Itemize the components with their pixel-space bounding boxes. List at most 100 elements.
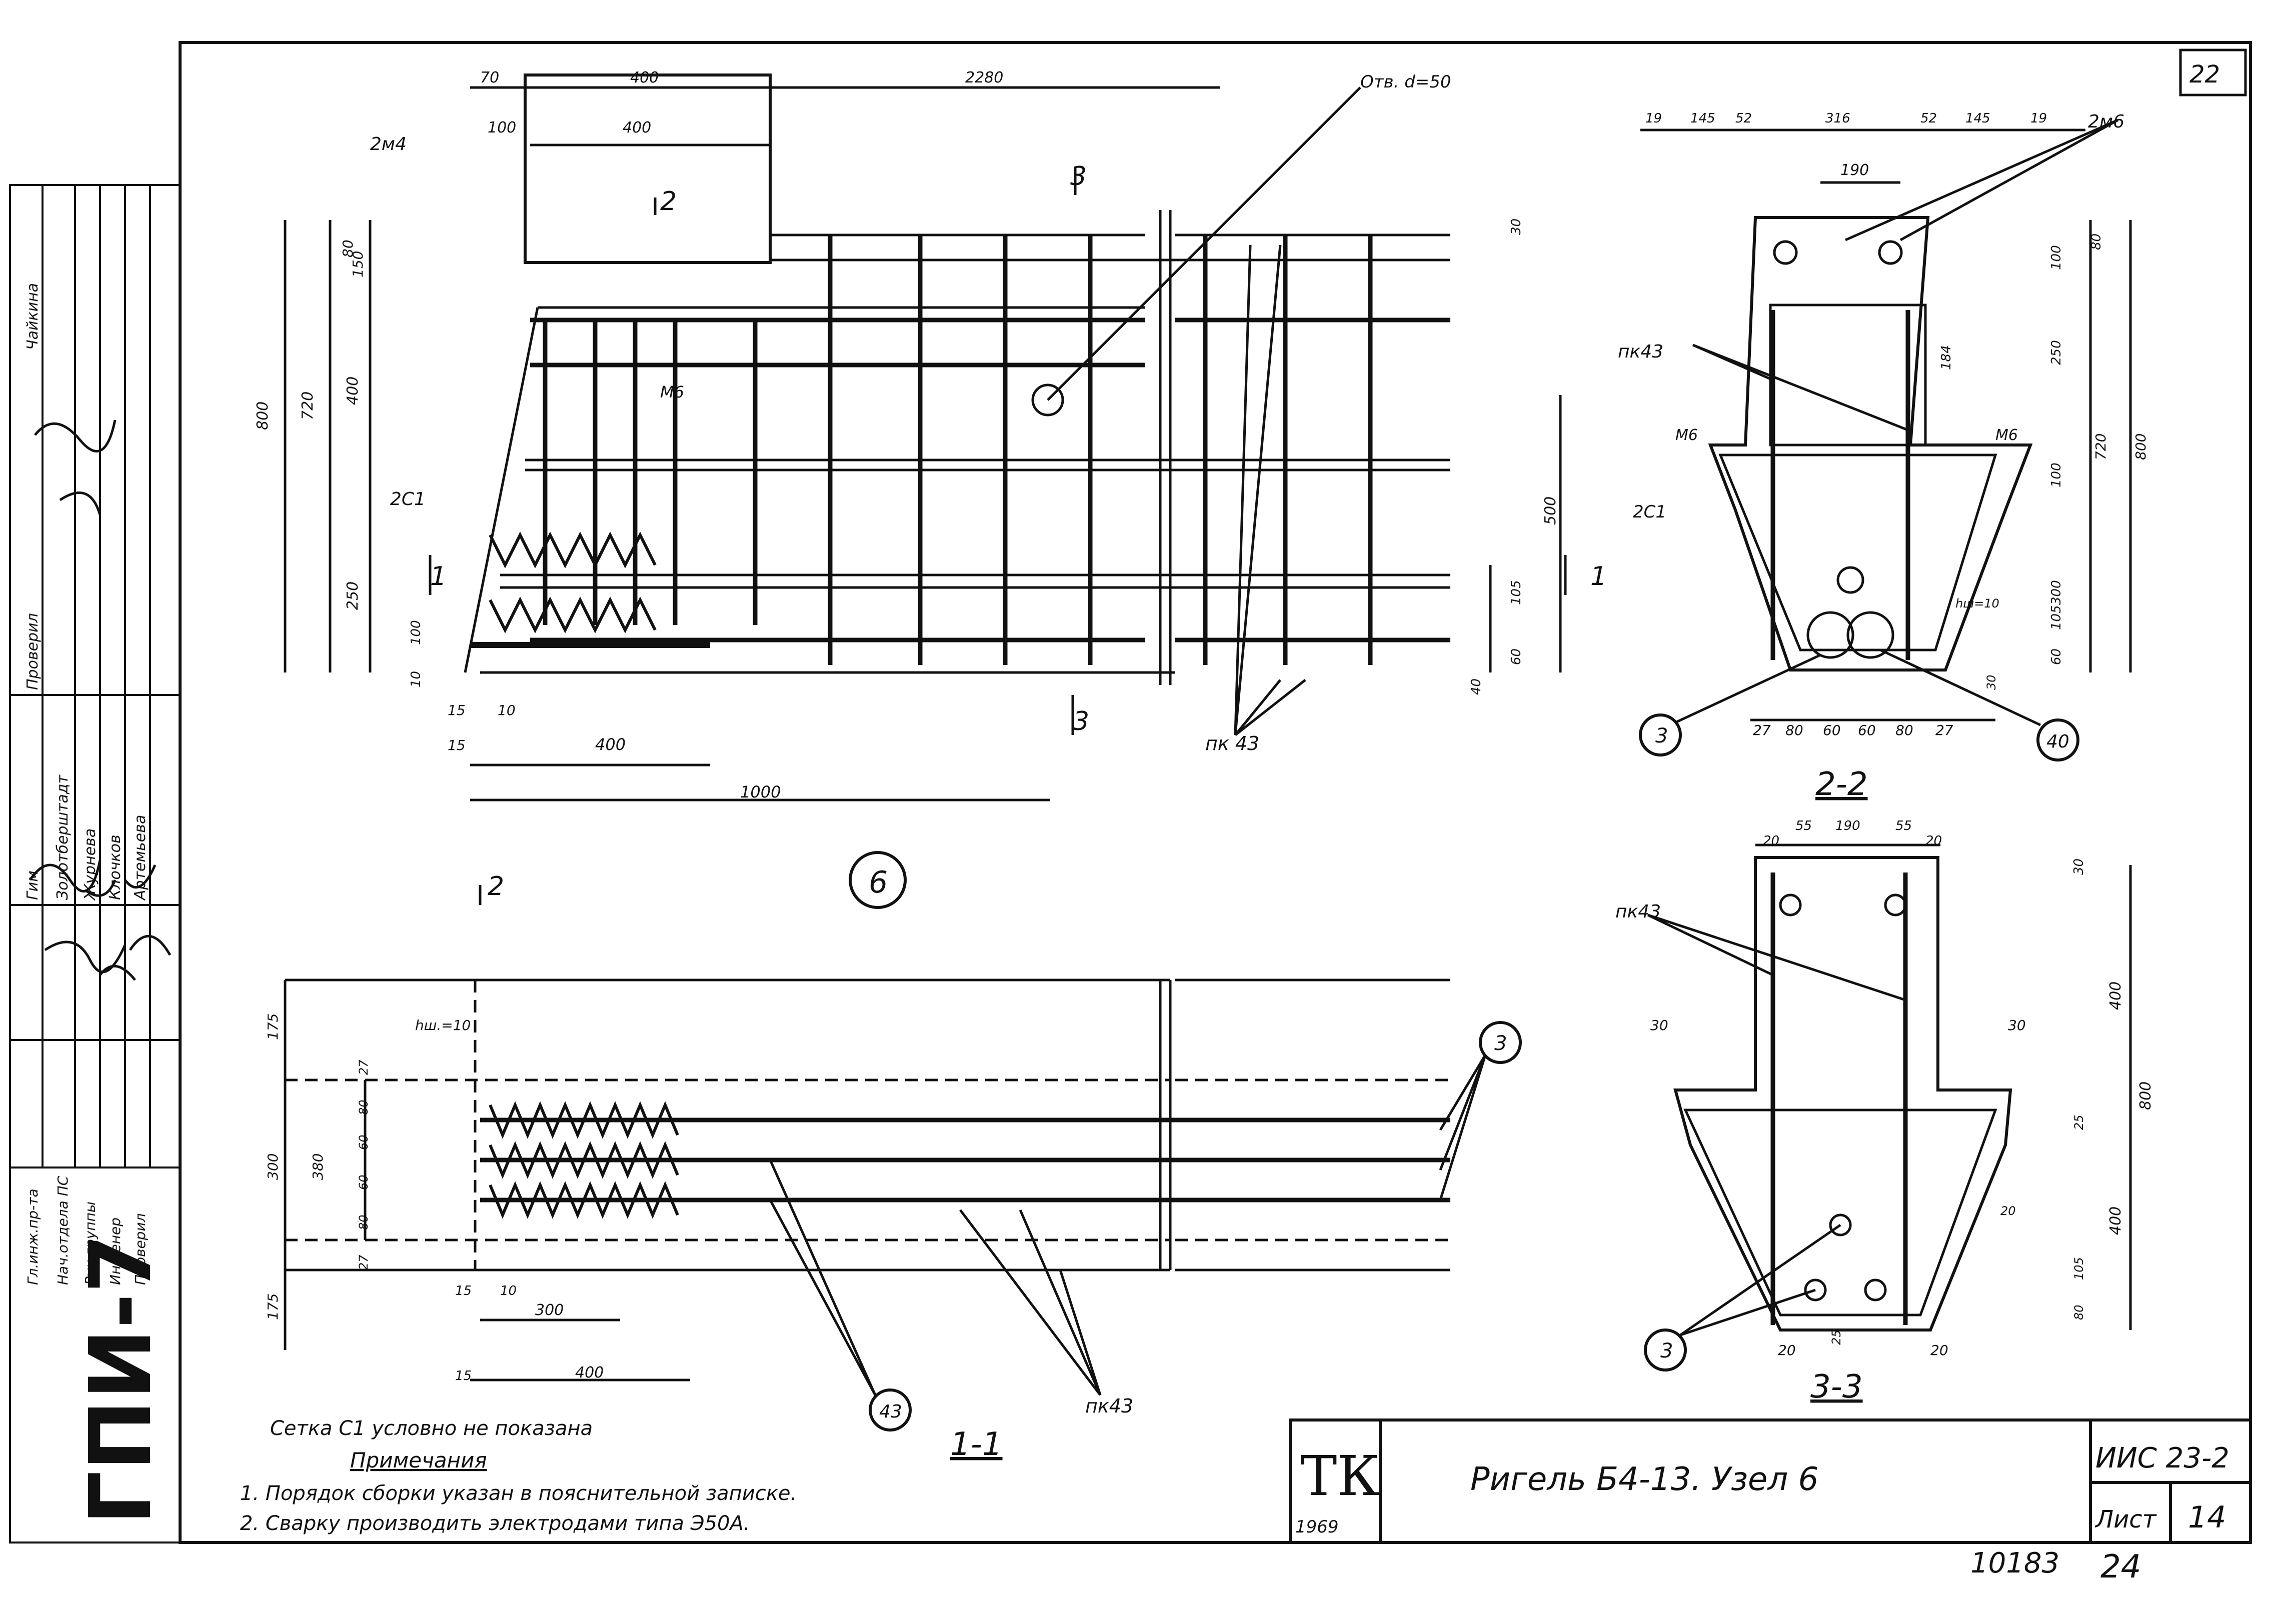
dim-3-3-bottom-2: 20 [1930,1342,1948,1358]
section-mark-3-top: 3 [1070,162,1087,192]
dim-1-1-bottom-4: 400 [575,1364,604,1382]
dim-3-3-bottom-1: 25 [1829,1330,1843,1345]
dim-3-3-top-4: 20 [1925,834,1942,848]
dim-2-2-top-0: 19 [1645,111,1662,126]
callout-3-1-1: 3 [1494,1032,1507,1055]
title-block [1289,1418,2252,1544]
dim-right-30: 30 [1509,218,1524,235]
section-2-2 [1639,118,2132,762]
dim-left-800: 800 [254,402,272,430]
stamp-role-1: Нач.отдела ПС [55,1176,71,1285]
dim-2-2-right-0: 80 [2089,234,2104,250]
sheet-number: 14 [2188,1500,2226,1535]
stamp-top-role-0: Проверил [24,613,42,690]
dim-1-1-left-6: 60 [357,1174,371,1190]
callout-3-3-3: 3 [1660,1340,1673,1362]
dim-3-3-side-6: 20 [2000,1204,2016,1218]
dim-bottom-1000: 1000 [740,782,781,802]
dim-left-150: 150 [350,251,366,278]
dim-2-2-190: 190 [1840,162,1869,179]
dim-1-1-left-2: 175 [265,1294,281,1320]
dim-2-2-right-7: 300 [2049,580,2064,605]
archive-number: 10183 [1970,1547,2059,1580]
dim-2-2-right-1: 100 [2049,245,2064,270]
node-number: 6 [869,865,888,900]
label-m6-right: М6 [1995,426,2018,444]
dim-2-2-bottom-2: 60 [1823,722,1841,738]
dim-2-2-right-5: 184 [1939,345,1954,370]
page-number: 24 [2100,1548,2141,1586]
dim-left-80: 80 [340,240,356,258]
section-1-1-plan [284,978,1522,1432]
label-m6: М6 [660,382,684,402]
dim-3-3-top-0: 20 [1763,834,1779,848]
dim-3-3-side-2: 30 [2008,1017,2026,1034]
left-stamp [9,184,181,1544]
dim-2-2-right-2: 720 [2092,434,2109,460]
mesh-note: Сетка С1 условно не показана [270,1417,593,1440]
label-hole: Отв. d=50 [1360,72,1451,92]
dim-top-100: 100 [488,119,516,136]
note-1: 1. Порядок сборки указан в пояснительной… [240,1482,797,1505]
stamp-name-2: Журнева [82,828,99,901]
dim-left-720: 720 [299,392,317,420]
dim-3-3-top-1: 55 [1795,818,1812,834]
label-hsh-1-1: hш.=10 [415,1017,471,1034]
stamp-name-4: Артемьева [132,815,149,901]
stamp-name-1: Золотберштадт [54,774,72,900]
dim-2-2-bottom-1: 80 [1785,722,1803,738]
dim-3-3-top-2: 190 [1835,818,1860,834]
dim-1-1-left-4: 80 [357,1100,371,1115]
dim-1-1-bottom-1: 10 [500,1284,517,1298]
dim-3-3-bottom-0: 20 [1778,1342,1796,1358]
note-2: 2. Сварку производить электродами типа Э… [240,1512,750,1535]
dim-bottom-15: 15 [448,702,466,718]
drawing-title: Ригель Б4-13. Узел 6 [1470,1461,1818,1498]
label-hsh-2-2: hш=10 [1955,596,1999,610]
dim-1-1-left-0: 175 [265,1014,281,1040]
dim-2-2-top-2: 52 [1735,111,1752,126]
dim-3-3-side-9: 80 [2072,1304,2086,1320]
notes-heading: Примечания [350,1448,487,1472]
stamp-name-3: Клочков [107,834,124,900]
dim-2-2-top-6: 19 [2030,111,2047,126]
dim-left-100: 100 [409,620,424,645]
dim-2-2-top-5: 145 [1965,111,1990,126]
dim-3-3-side-0: 30 [2071,858,2086,875]
dim-bottom-10: 10 [498,702,516,718]
dim-2-2-top-3: 316 [1825,111,1850,126]
dim-1-1-bottom-0: 15 [455,1284,472,1298]
dim-2-2-right-3: 800 [2132,434,2149,460]
stamp-role-3: Инженер [107,1218,124,1285]
dim-bottom-15b: 15 [448,737,466,754]
title-year: 1969 [1295,1517,1339,1537]
stamp-top-role-1: Чайкина [24,283,42,350]
main-elevation [284,74,1567,909]
dim-1-1-left-8: 27 [357,1254,371,1270]
dim-right-40: 40 [1469,678,1484,695]
sheet-frame [179,41,2252,1544]
sheet-label: Лист [2094,1506,2157,1534]
dim-2-2-bottom-0: 27 [1753,722,1771,738]
dim-2-2-bottom-5: 27 [1935,722,1953,738]
dim-2-2-bottom-3: 60 [1858,722,1876,738]
dim-bottom-400: 400 [595,735,626,754]
callout-3-2-2: 3 [1655,724,1668,748]
dim-left-250: 250 [344,582,362,610]
section-mark-3-bottom: 3 [1073,706,1089,736]
callout-40-2-2: 40 [2046,732,2069,752]
stamp-role-4: Проверил [132,1213,149,1285]
dim-left-10: 10 [409,671,424,688]
label-pk43-1-1: пк43 [1085,1395,1133,1417]
dim-1-1-left-7: 80 [357,1214,371,1230]
dim-1-1-left-5: 60 [357,1134,371,1150]
dim-1-1-left-9: 380 [310,1154,326,1180]
dim-3-3-side-3: 400 [2107,982,2124,1010]
title-1-1: 1-1 [950,1426,1003,1463]
dim-3-3-top-3: 55 [1895,818,1912,834]
dim-2-2-right-9: 60 [2049,648,2064,665]
dim-1-1-left-3: 27 [357,1060,371,1075]
sheet-mark-box [2179,48,2247,96]
section-3-3 [1644,844,2132,1372]
